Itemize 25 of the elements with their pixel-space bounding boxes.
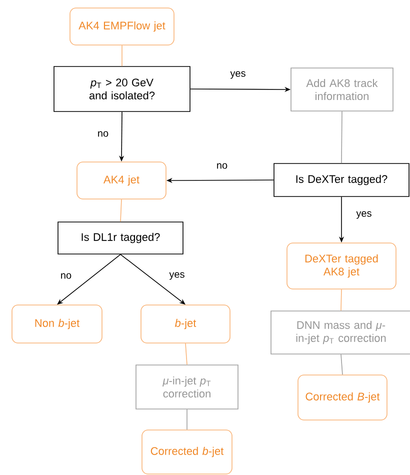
decision-box: p$_{T}$ > 20 GeV and isolated? — [54, 66, 190, 112]
process-box: DNN mass and μ-in-jet p$_{T}$ correction — [270, 310, 410, 354]
result-box: Non b-jet — [12, 304, 102, 344]
edge-label: no — [215, 162, 229, 170]
decision-box: Is DeXTer tagged? — [274, 163, 410, 197]
connector-line — [185, 343, 188, 365]
edge-label: yes — [355, 210, 373, 220]
result-box: DeXTer tagged AK8 jet — [286, 242, 396, 290]
process-box: μ-in-jet p$_{T}$ correction — [136, 364, 238, 410]
edge-label: no — [96, 130, 110, 138]
connector-line — [340, 289, 342, 311]
process-box: Add AK8 track information — [290, 68, 394, 112]
result-box: AK4 EMPFlow jet — [70, 8, 174, 46]
edge-label: yes — [229, 70, 247, 80]
edge-label: yes — [168, 271, 186, 281]
result-box: Corrected b-jet — [142, 430, 232, 474]
connector-line — [341, 111, 342, 164]
result-box: b-jet — [140, 304, 230, 344]
result-box: Corrected B-jet — [298, 374, 388, 420]
edge-label: no — [59, 272, 73, 280]
result-box: AK4 jet — [76, 162, 166, 200]
connector-line — [340, 354, 343, 375]
connector-line — [120, 199, 122, 222]
connector-line — [186, 409, 188, 430]
decision-box: Is DL1r tagged? — [58, 222, 184, 254]
